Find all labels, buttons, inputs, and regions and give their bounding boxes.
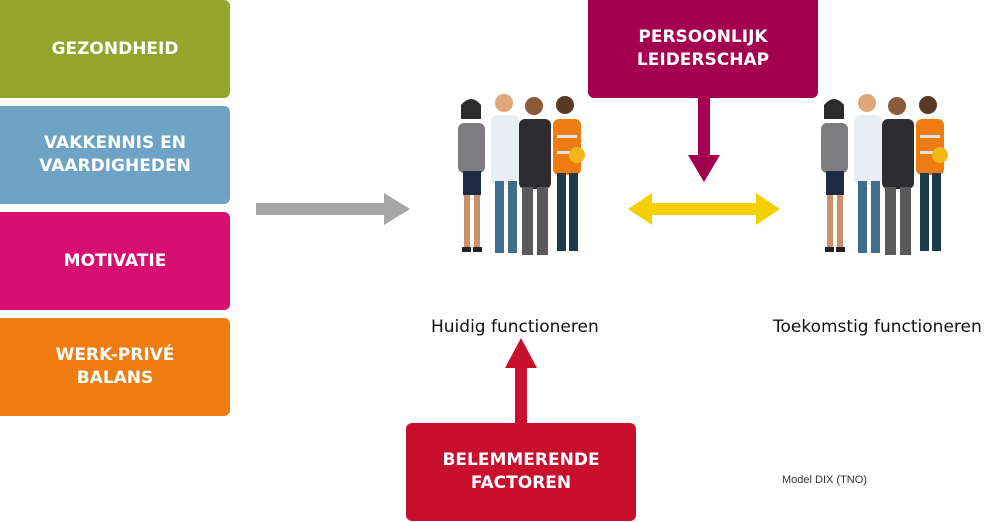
leadership-box: PERSOONLIJK LEIDERSCHAP (588, 0, 818, 98)
factor-gezondheid: GEZONDHEID (0, 0, 230, 98)
factor-werk-prive: WERK-PRIVÉ BALANS (0, 318, 230, 416)
factor-vakkennis: VAKKENNIS EN VAARDIGHEDEN (0, 106, 230, 204)
factor-motivatie: MOTIVATIE (0, 212, 230, 310)
future-functioning-label: Toekomstig functioneren (773, 317, 982, 337)
gray-arrow (256, 193, 410, 225)
model-source-label: Model DIX (TNO) (782, 474, 867, 486)
yellow-double-arrow (628, 193, 780, 225)
barriers-box: BELEMMERENDE FACTOREN (406, 423, 636, 521)
magenta-down-arrow (688, 98, 720, 182)
red-up-arrow (505, 338, 537, 423)
current-functioning-label: Huidig functioneren (431, 317, 599, 337)
